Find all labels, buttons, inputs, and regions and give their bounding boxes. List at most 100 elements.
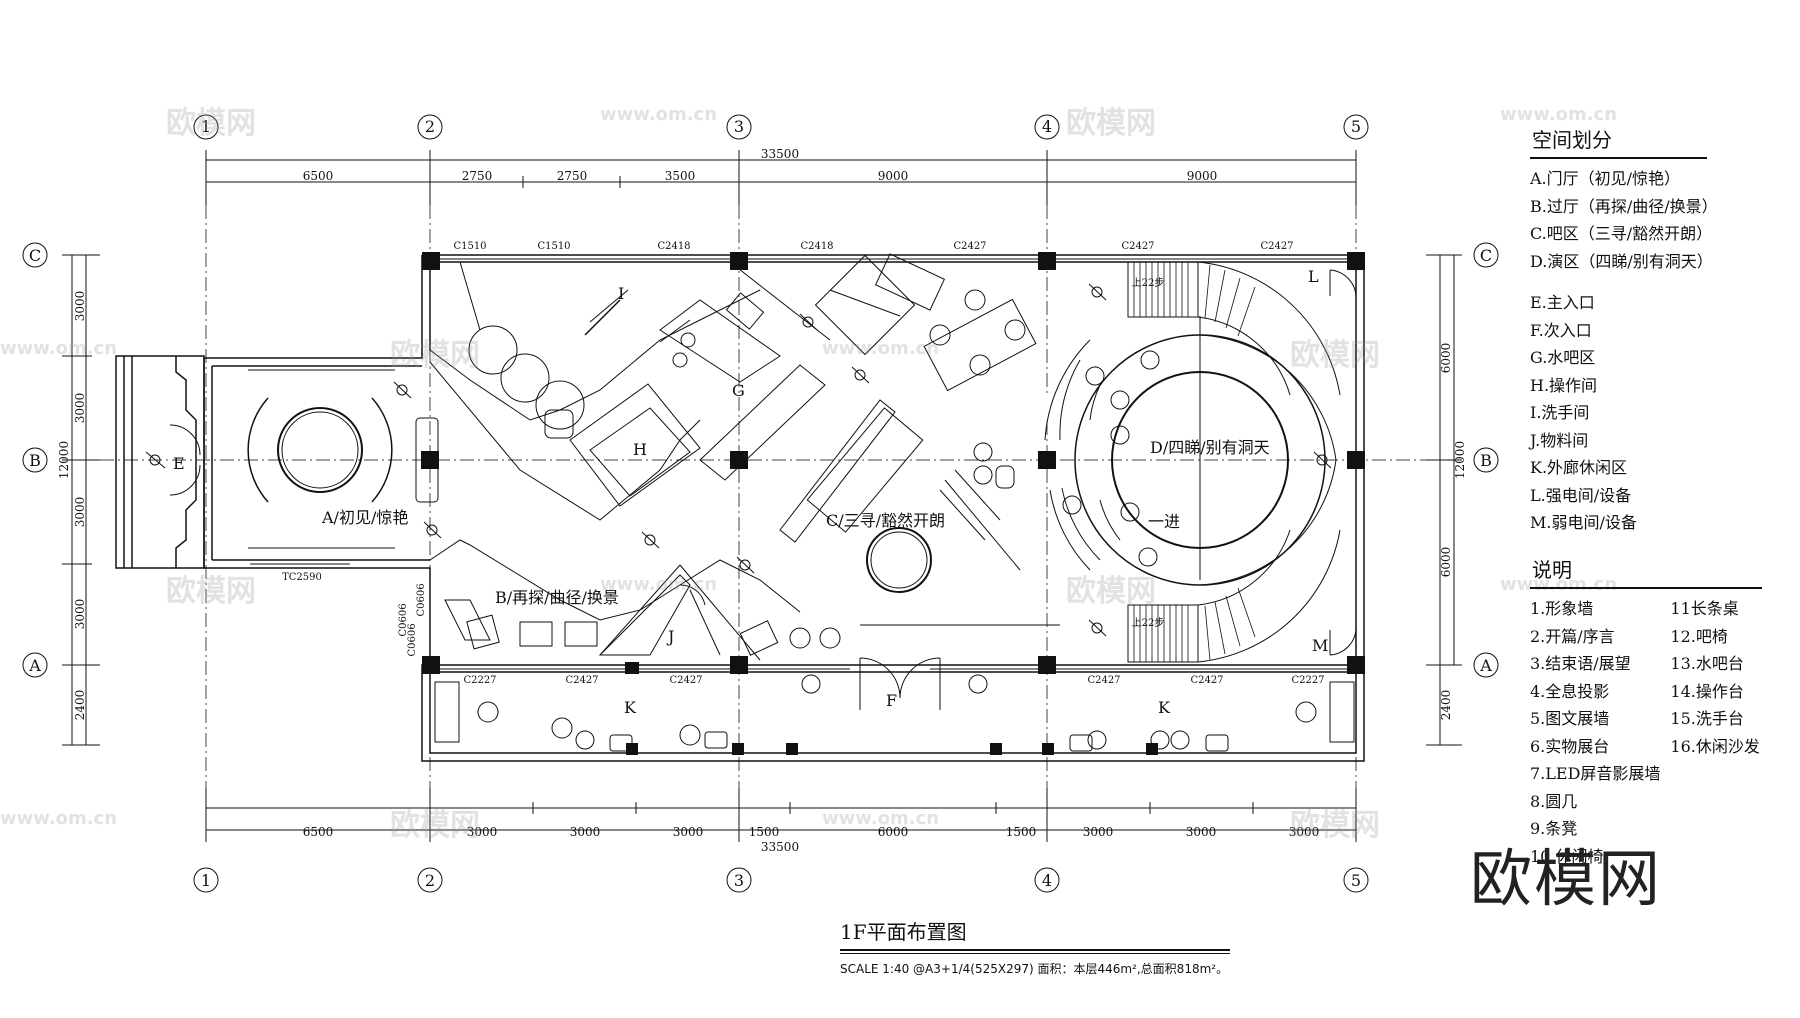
zone-label-c: C/三寻/豁然开朗 (826, 511, 945, 530)
dim-bottom-seg: 6000 (878, 825, 909, 839)
watermark: 欧模网 (1066, 574, 1156, 609)
grid-bubble-1-top (193, 114, 219, 140)
dim-left-seg: 2400 (73, 690, 87, 721)
brand-logo: 欧模网 (1470, 842, 1663, 915)
legend-list-notes-col1: 1.形象墙 2.开篇/序言 3.结束语/展望 4.全息投影 5.图文展墙 6.实… (1530, 595, 1660, 870)
zone-label-f: F (886, 691, 897, 710)
window-tag: TC2590 (282, 572, 322, 583)
grid-label-2-bottom: 2 (425, 871, 435, 890)
dim-bottom-seg: 3000 (1289, 825, 1320, 839)
window-tag: C2418 (657, 241, 690, 252)
title-rule (840, 949, 1230, 951)
window-tag: C1510 (453, 241, 486, 252)
watermark-url: www.om.cn (822, 338, 940, 359)
grid-label-3-top: 3 (734, 117, 744, 136)
watermark: 欧模网 (1290, 338, 1380, 373)
window-tag: C2427 (1260, 241, 1293, 252)
grid-label-a-right: A (1479, 656, 1492, 675)
title-rule-thin (840, 953, 1230, 954)
drawing-scale: SCALE 1:40 @A3+1/4(525X297) 面积：本层446m²,总… (840, 962, 1229, 976)
zone-label-d: D/四睇/别有洞天 (1150, 438, 1270, 457)
dim-right-seg: 6000 (1439, 343, 1453, 374)
grid-label-4-top: 4 (1042, 117, 1052, 136)
stair-label: 上22步 (1132, 277, 1165, 289)
grid-label-5-bottom: 5 (1351, 871, 1361, 890)
watermark-url: www.om.cn (0, 338, 118, 359)
legend-item: 5.图文展墙 (1530, 709, 1610, 728)
window-tag: C2427 (669, 675, 702, 686)
window-tag: C2427 (1190, 675, 1223, 686)
dim-bottom-seg: 3000 (673, 825, 704, 839)
dim-bottom-seg: 1500 (749, 825, 780, 839)
zone-label-yijin: 一进 (1148, 512, 1180, 531)
watermark: 欧模网 (166, 574, 256, 609)
grid-label-5-top: 5 (1351, 117, 1361, 136)
window-tag: C2427 (565, 675, 598, 686)
dim-top-seg: 6500 (303, 169, 334, 183)
window-tag: C0606 (398, 603, 409, 636)
legend-item: 14.操作台 (1670, 681, 1744, 701)
legend-title: 空间划分 (1530, 124, 1707, 159)
dim-bottom-seg: 3000 (467, 825, 498, 839)
window-tag: C2427 (1087, 675, 1120, 686)
legend-item: 2.开篇/序言 (1530, 626, 1615, 646)
zone-label-a: A/初见/惊艳 (321, 508, 408, 527)
window-tag: C0606 (416, 583, 427, 616)
grid-label-1-bottom: 1 (201, 871, 211, 890)
grid-label-3-bottom: 3 (734, 871, 744, 890)
watermark: 欧模网 (390, 808, 480, 843)
legend-item: 15.洗手台 (1670, 709, 1744, 728)
zone-label-m: M (1312, 636, 1328, 655)
watermark-url: www.om.cn (0, 808, 118, 829)
drawing-title: 1F平面布置图 (840, 920, 967, 944)
grid-bubble-3-bottom (726, 867, 752, 893)
grid-bubble-2-bottom (417, 867, 443, 893)
legend-item: 11长条桌 (1670, 599, 1739, 618)
grid-bubble-3-top (726, 114, 752, 140)
legend-item: 12.吧椅 (1670, 626, 1728, 646)
grid-label-1-top: 1 (201, 117, 211, 136)
watermark: 欧模网 (166, 106, 256, 141)
dim-left-seg: 3000 (73, 393, 87, 424)
legend-item: 10.休闲椅 (1530, 846, 1604, 866)
space-division-legend: 空间划分 A.门厅（初见/惊艳） B.过厅（再探/曲径/换景） C.吧区（三寻/… (1530, 124, 1790, 537)
legend-item: B.过厅（再探/曲径/换景） (1530, 196, 1718, 216)
grid-bubble-b-left (22, 447, 48, 473)
grid-label-c-right: C (1480, 246, 1492, 265)
legend-item: F.次入口 (1530, 320, 1592, 340)
notes-legend: 说明 1.形象墙 2.开篇/序言 3.结束语/展望 4.全息投影 5.图文展墙 … (1530, 554, 1770, 870)
dim-right-seg: 6000 (1439, 547, 1453, 578)
legend-item: 7.LED屏音影展墙 (1530, 764, 1661, 783)
dim-bottom-seg: 1500 (1006, 825, 1037, 839)
window-tag: C2427 (953, 241, 986, 252)
grid-bubble-5-top (1343, 114, 1369, 140)
legend-item: 3.结束语/展望 (1530, 654, 1631, 673)
dim-left-seg: 3000 (73, 599, 87, 630)
dim-bottom-seg: 3000 (1083, 825, 1114, 839)
legend-item: H.操作间 (1530, 375, 1598, 395)
window-tag: C2427 (1121, 241, 1154, 252)
dim-left-seg: 3000 (73, 291, 87, 322)
watermark: 欧模网 (1290, 808, 1380, 843)
grid-bubble-c-left (22, 242, 48, 268)
dim-bottom-seg: 6500 (303, 825, 334, 839)
zone-label-k: K (1158, 698, 1171, 717)
zone-label-e: E (173, 454, 185, 473)
grid-bubble-b-right (1473, 447, 1499, 473)
grid-bubble-1-bottom (193, 867, 219, 893)
window-tag: C1510 (537, 241, 570, 252)
grid-label-4-bottom: 4 (1042, 871, 1052, 890)
zone-label-j: J (666, 627, 674, 646)
grid-bubble-5-bottom (1343, 867, 1369, 893)
dim-top-seg: 9000 (878, 169, 909, 183)
watermark: 欧模网 (390, 338, 480, 373)
legend-item: A.门厅（初见/惊艳） (1530, 169, 1681, 188)
legend-item: 4.全息投影 (1530, 681, 1610, 701)
legend-item: I.洗手间 (1530, 403, 1590, 422)
grid-bubble-a-right (1473, 652, 1499, 678)
zone-label-b: B/再探/曲径/换景 (495, 588, 619, 607)
legend-item: J.物料间 (1530, 430, 1589, 450)
grid-bubble-4-top (1034, 114, 1060, 140)
dim-bottom-seg: 3000 (570, 825, 601, 839)
